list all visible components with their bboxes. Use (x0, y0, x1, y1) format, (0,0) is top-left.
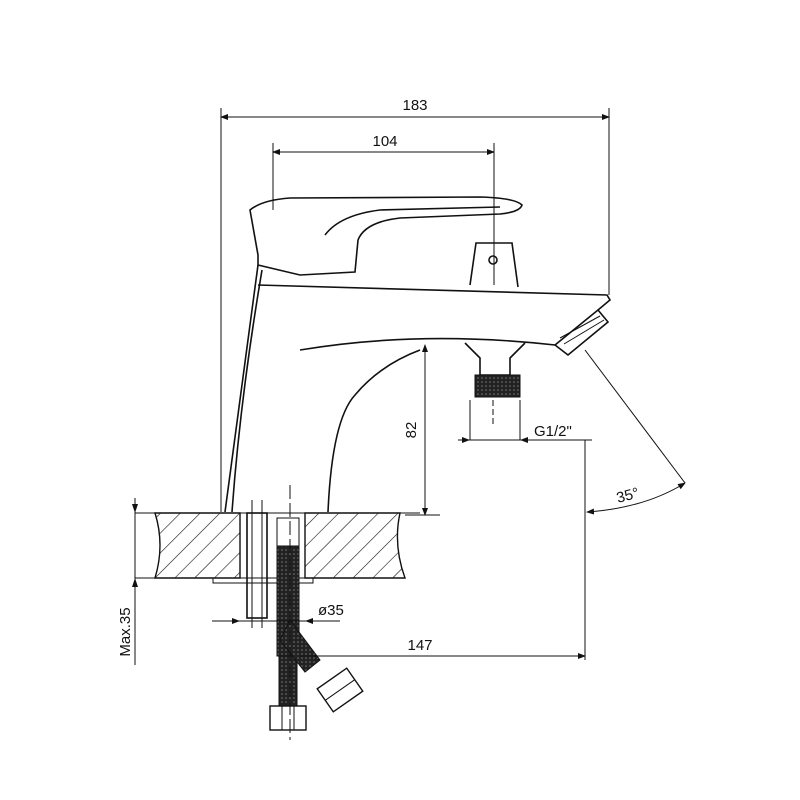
dimension-label: Max.35 (117, 607, 134, 656)
dimension-label: 183 (402, 97, 427, 114)
mounting-rod (246, 500, 268, 628)
diverter-knob (469, 242, 519, 288)
dimension-diameter: ø35 (212, 602, 344, 624)
dimension-max35: Max.35 (117, 498, 138, 665)
dimension-147: 147 (300, 637, 586, 659)
countertop-section (135, 512, 420, 584)
dimension-thread: G1/2" (458, 400, 592, 443)
handle-lever (249, 196, 523, 276)
faucet-body (224, 264, 612, 513)
dimension-label: ø35 (318, 602, 344, 619)
dimension-label: 82 (403, 422, 420, 439)
aerator (553, 308, 610, 357)
dimension-label: G1/2" (534, 423, 572, 440)
dimension-label: 147 (407, 637, 432, 654)
dimension-183: 183 (220, 97, 610, 512)
dimension-label: 35° (615, 485, 641, 507)
angle-35: 35° (584, 349, 686, 660)
supply-hoses (269, 485, 364, 740)
dimension-label: 104 (372, 133, 397, 150)
shower-connector (464, 342, 526, 425)
dimension-82: 82 (403, 344, 440, 516)
dimension-104: 104 (272, 133, 495, 285)
